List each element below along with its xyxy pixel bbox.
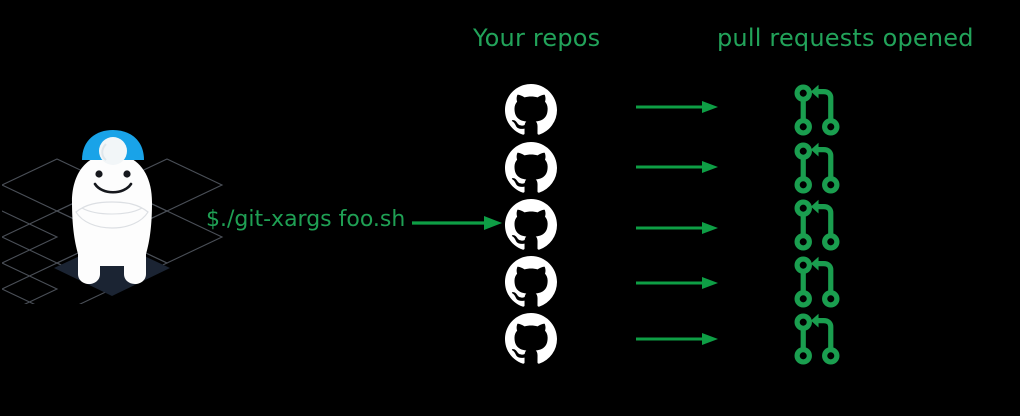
git-pull-request-icon	[793, 142, 845, 194]
flow-arrow	[636, 330, 720, 348]
mascot-arms	[75, 201, 149, 229]
mascot-helmet	[82, 130, 144, 165]
mascot-scene	[0, 128, 224, 316]
flow-arrow	[636, 158, 720, 176]
flow-arrow	[636, 219, 720, 237]
mascot-eye-left	[95, 170, 103, 178]
column-heading-your-repos: Your repos	[473, 24, 601, 52]
mascot-eye-right	[123, 170, 131, 178]
command-label: $./git-xargs foo.sh	[206, 207, 406, 232]
github-icon	[505, 199, 557, 251]
column-heading-pull-requests-opened: pull requests opened	[717, 24, 974, 52]
git-pull-request-icon	[793, 199, 845, 251]
github-icon	[505, 256, 557, 308]
mascot-body	[72, 154, 152, 284]
mascot-illustration	[0, 130, 224, 316]
main-flow-arrow	[412, 213, 504, 233]
git-pull-request-icon	[793, 84, 845, 136]
github-icon	[505, 84, 557, 136]
git-pull-request-icon	[793, 256, 845, 308]
git-pull-request-icon	[793, 313, 845, 365]
flow-arrow	[636, 274, 720, 292]
github-icon	[505, 313, 557, 365]
github-icon	[505, 142, 557, 194]
mascot-smile	[93, 182, 133, 194]
flow-arrow	[636, 98, 720, 116]
